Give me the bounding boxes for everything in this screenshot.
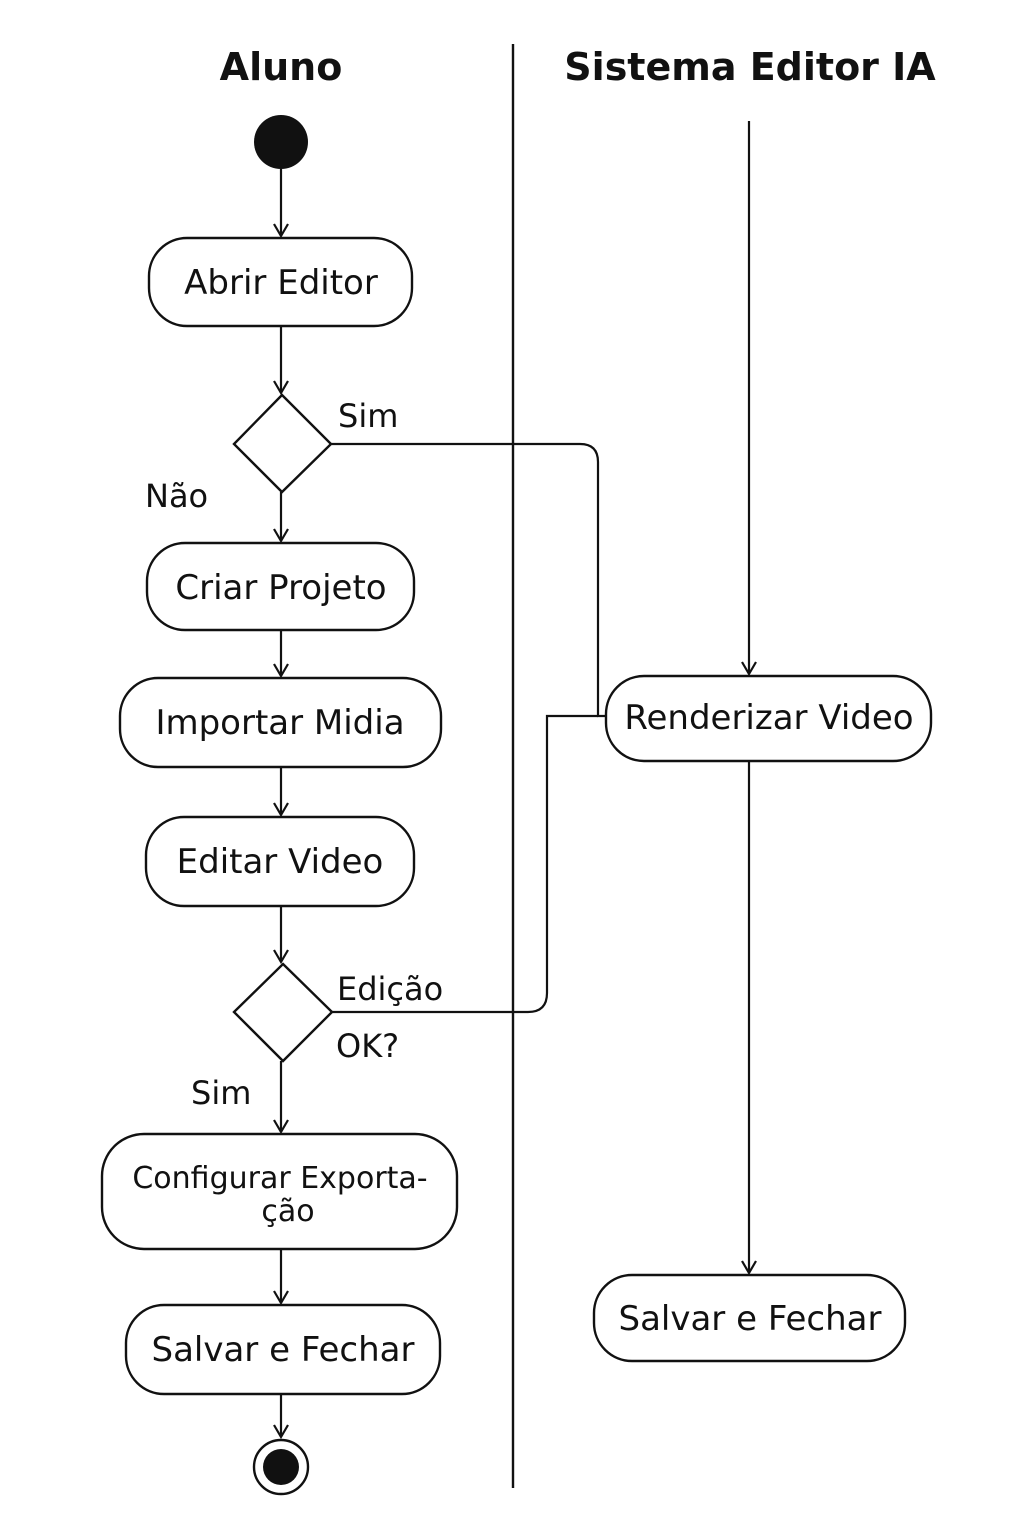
- decision-node-1: [232, 393, 333, 494]
- action-renderizar-video-label: Renderizar Video: [624, 698, 913, 738]
- action-configurar-exportacao: [100, 1132, 459, 1251]
- decision-node-edicao: [232, 962, 334, 1063]
- lane-title-aluno: Aluno: [220, 45, 343, 89]
- action-importar-midia: [118, 676, 443, 769]
- action-configurar-exportacao-label-1: Configurar Exporta-: [132, 1161, 427, 1196]
- lane-title-sistema: Sistema Editor IA: [564, 45, 936, 89]
- action-salvar-fechar-sistema-label: Salvar e Fechar: [618, 1299, 881, 1339]
- guard-label-nao: Não: [145, 477, 208, 515]
- action-editar-video: [144, 815, 416, 908]
- guard-label-sim-bottom: Sim: [191, 1074, 251, 1112]
- action-salvar-fechar-sistema: [592, 1273, 907, 1363]
- action-configurar-exportacao-label-2: ção: [261, 1194, 314, 1229]
- action-renderizar-video: [604, 674, 933, 763]
- edge-sim-to-renderizar: [330, 442, 606, 718]
- action-editar-video-label: Editar Video: [177, 842, 384, 882]
- action-importar-midia-label: Importar Midia: [155, 703, 404, 743]
- action-salvar-fechar-aluno-label: Salvar e Fechar: [151, 1330, 414, 1370]
- edge-edicao-connector: [331, 714, 598, 1014]
- guard-label-edicao: Edição: [337, 970, 443, 1008]
- action-criar-projeto-label: Criar Projeto: [175, 568, 386, 608]
- guard-label-sim-top: Sim: [338, 397, 398, 435]
- initial-node: [254, 115, 308, 169]
- action-salvar-fechar-aluno: [124, 1303, 442, 1396]
- action-abrir-editor: [147, 236, 414, 328]
- guard-label-ok: OK?: [336, 1027, 399, 1065]
- final-node-inner: [263, 1449, 299, 1485]
- action-abrir-editor-label: Abrir Editor: [184, 263, 378, 303]
- action-criar-projeto: [145, 541, 416, 632]
